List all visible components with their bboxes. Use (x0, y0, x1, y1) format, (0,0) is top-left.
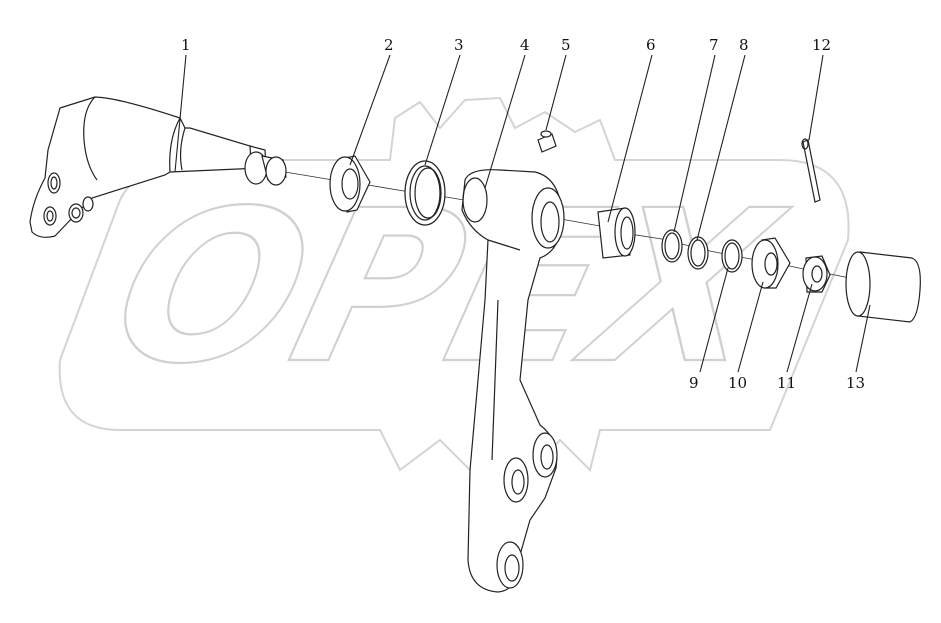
part-1-bracket (29, 96, 287, 238)
callout-3: 3 (454, 36, 464, 54)
part-11-castle-nut (802, 255, 831, 293)
part-8-ring (687, 236, 709, 270)
watermark-text: OPEX (93, 166, 803, 410)
callout-2: 2 (384, 36, 394, 54)
callout-8: 8 (739, 36, 749, 54)
part-4-steering-arm (461, 169, 565, 593)
part-10-washer (751, 237, 791, 289)
callout-6: 6 (646, 36, 656, 54)
part-13-cap (845, 251, 921, 323)
callout-1: 1 (181, 36, 191, 54)
callout-11: 11 (777, 374, 796, 392)
callout-10: 10 (728, 374, 747, 392)
callout-13: 13 (846, 374, 865, 392)
part-7-ring (661, 229, 683, 263)
part-6-sleeve (597, 207, 636, 259)
watermark-logo: OPEX (58, 96, 850, 477)
callout-12: 12 (812, 36, 831, 54)
part-3-seal-ring (404, 160, 446, 226)
part-12-cotter-pin (801, 138, 821, 203)
leader-lines (174, 54, 871, 373)
callout-4: 4 (520, 36, 530, 54)
callout-9: 9 (689, 374, 699, 392)
callout-labels: 1 2 3 4 5 6 7 8 12 9 10 11 13 (181, 36, 865, 392)
callout-7: 7 (709, 36, 719, 54)
part-5-grease-fitting (537, 130, 557, 153)
part-9-ring (721, 239, 743, 273)
callout-5: 5 (561, 36, 571, 54)
